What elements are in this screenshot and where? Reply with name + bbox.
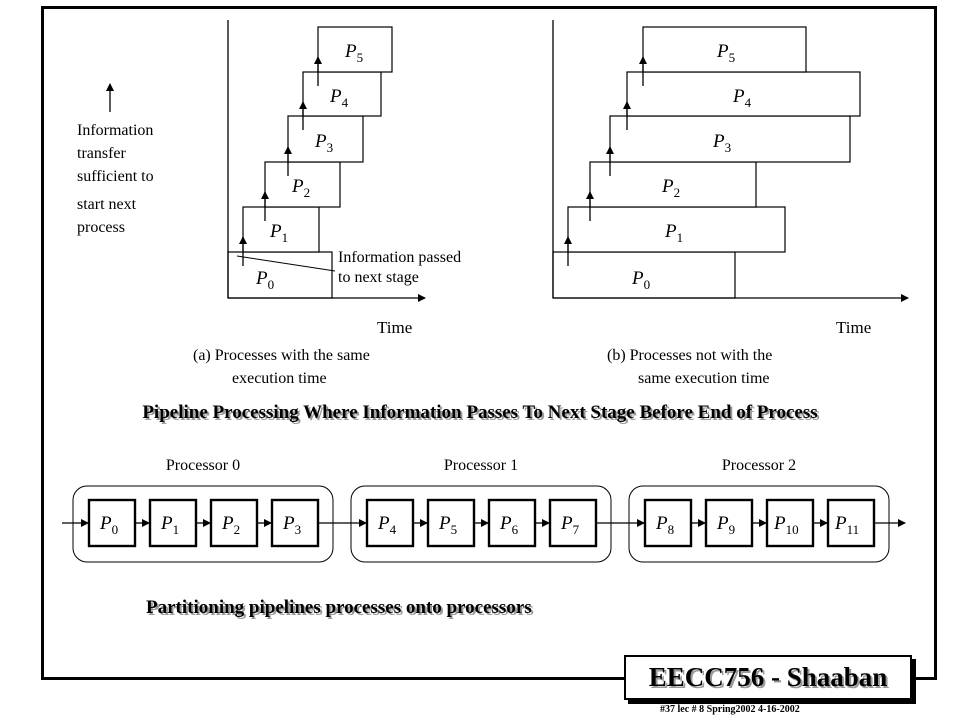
- diagram-b-box-p5: [642, 26, 807, 73]
- info-transfer-line-2: transfer: [77, 145, 127, 162]
- diagram-b-label-p4: P4: [732, 86, 752, 110]
- process-label-p7: P7: [560, 513, 580, 537]
- process-label-p1: P1: [160, 513, 179, 537]
- diagram-a-label-p2: P2: [291, 176, 310, 200]
- diagram-b-label-p5: P5: [716, 41, 735, 65]
- partition-heading: Partitioning pipelines processes onto pr…: [146, 597, 532, 618]
- process-box-p0: [87, 498, 137, 548]
- diagram-b-label-p1: P1: [664, 221, 683, 245]
- process-label-p2: P2: [221, 513, 240, 537]
- process-label-p0: P0: [99, 513, 118, 537]
- info-transfer-legend: Information transfer sufficient to start…: [77, 83, 154, 236]
- diagram-a-passed-label-2: to next stage: [338, 269, 419, 286]
- diagram-a-pointer-line: [236, 255, 336, 272]
- process-label-p6: P6: [499, 513, 519, 537]
- diagram-b-box-p2: [589, 161, 757, 208]
- process-label-p5: P5: [438, 513, 457, 537]
- process-boxes: [87, 498, 876, 548]
- process-box-p7: [548, 498, 598, 548]
- diagram-b: Time P0 P1 P2 P3 P4 P5 (b) Processes not…: [552, 20, 909, 387]
- processor-1-name: Processor 1: [444, 457, 518, 474]
- slide-footer: #37 lec # 8 Spring2002 4-16-2002: [660, 704, 800, 715]
- process-box-p5: [426, 498, 476, 548]
- processor-partition-diagram: Processor 0 Processor 1 Processor 2 P0 P…: [62, 457, 906, 563]
- processor-2-name: Processor 2: [722, 457, 796, 474]
- info-transfer-line-1: Information: [77, 122, 153, 139]
- diagram-b-box-p3: [609, 115, 851, 163]
- diagram-a-box-p5: [317, 26, 393, 73]
- process-label-p10: P10: [773, 513, 799, 537]
- process-box-p9: [704, 498, 754, 548]
- diagram-a-label-p0: P0: [255, 268, 274, 292]
- diagram-a-label-p3: P3: [314, 131, 333, 155]
- info-transfer-line-3: sufficient to: [77, 168, 154, 185]
- diagram-b-label-p3: P3: [712, 131, 731, 155]
- pipeline-heading: Pipeline Processing Where Information Pa…: [142, 402, 818, 423]
- processor-2-group: [628, 485, 890, 563]
- diagram-a-time-label: Time: [377, 318, 412, 337]
- diagram-b-box-p1: [567, 206, 786, 253]
- processor-1-group: [350, 485, 612, 563]
- course-label: EECC756 - Shaaban: [648, 662, 888, 692]
- diagram-a-transfer-arrows: [239, 56, 322, 266]
- diagram-b-caption-1: (b) Processes not with the: [607, 347, 772, 364]
- diagram-b-label-p0: P0: [631, 268, 650, 292]
- processor-0-group: [72, 485, 334, 563]
- process-box-p1: [148, 498, 198, 548]
- process-label-p9: P9: [716, 513, 735, 537]
- process-box-p11: [826, 498, 876, 548]
- process-box-p4: [365, 498, 415, 548]
- diagram-a-label-p1: P1: [269, 221, 288, 245]
- info-transfer-line-5: process: [77, 219, 125, 236]
- diagram-a-passed-label-1: Information passed: [338, 249, 461, 266]
- diagram-a: Time P0 P1 P2 P3 P4 P5 Information passe…: [193, 20, 461, 387]
- process-box-p8: [643, 498, 693, 548]
- process-box-p3: [270, 498, 320, 548]
- process-label-p11: P11: [834, 513, 859, 537]
- course-badge: EECC756 - Shaaban: [624, 655, 912, 700]
- diagram-b-box-p4: [626, 71, 861, 117]
- process-label-p8: P8: [655, 513, 674, 537]
- diagram-a-caption-2: execution time: [232, 370, 327, 387]
- process-label-p4: P4: [377, 513, 397, 537]
- diagram-a-label-p5: P5: [344, 41, 363, 65]
- diagram-b-label-p2: P2: [661, 176, 680, 200]
- process-box-p2: [209, 498, 259, 548]
- process-box-p6: [487, 498, 537, 548]
- diagram-b-transfer-arrows: [564, 56, 647, 266]
- info-transfer-line-4: start next: [77, 196, 137, 213]
- process-box-p10: [765, 498, 815, 548]
- diagram-b-time-label: Time: [836, 318, 871, 337]
- processor-0-name: Processor 0: [166, 457, 240, 474]
- process-labels: P0 P1 P2 P3 P4 P5 P6 P7 P8 P9 P10 P11: [99, 513, 859, 537]
- diagram-a-label-p4: P4: [329, 86, 349, 110]
- process-label-p3: P3: [282, 513, 301, 537]
- diagram-a-caption-1: (a) Processes with the same: [193, 347, 370, 364]
- diagram-a-box-p1: [242, 206, 320, 253]
- diagram-b-caption-2: same execution time: [638, 370, 770, 387]
